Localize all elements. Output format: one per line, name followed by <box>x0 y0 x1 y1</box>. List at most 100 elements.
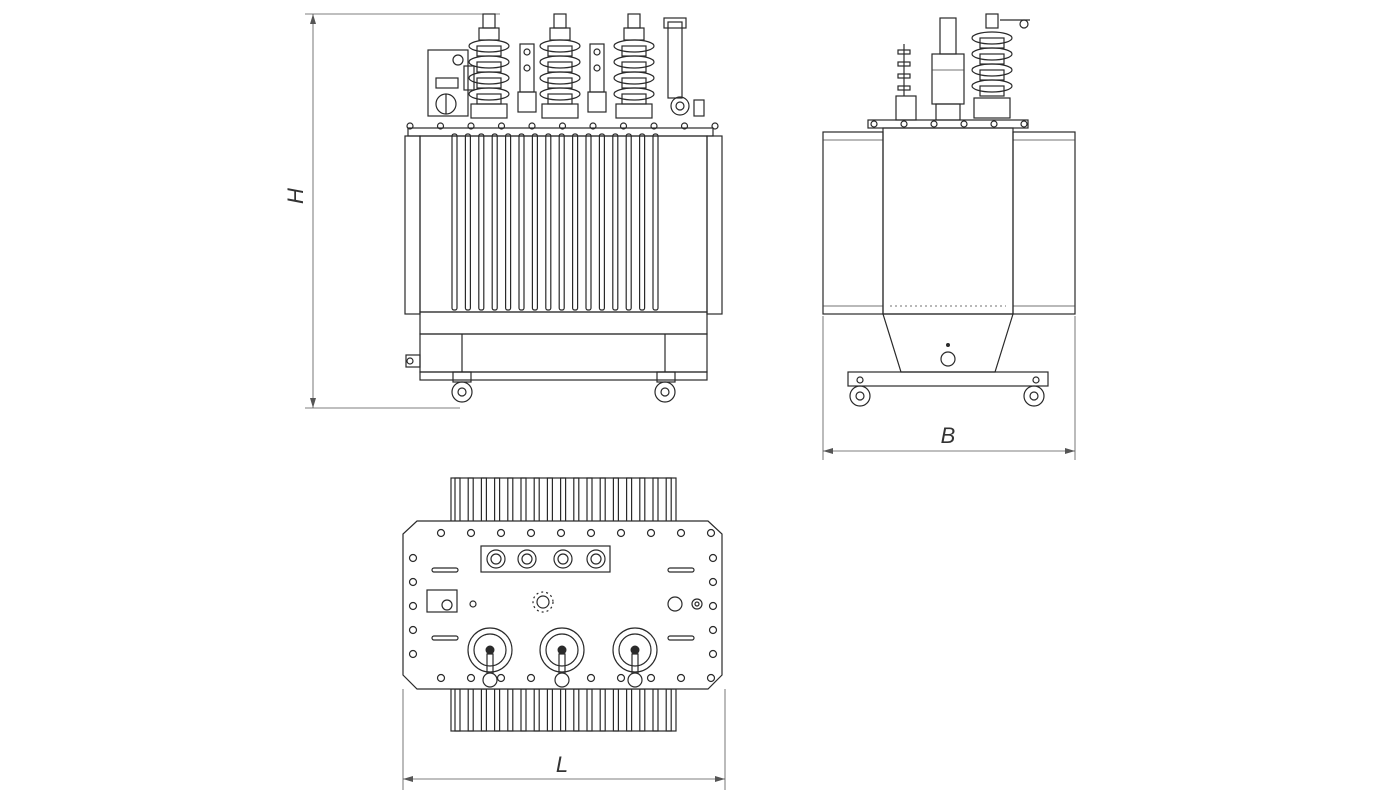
lv-terminal-core <box>521 553 533 565</box>
insulator-shed <box>613 55 655 69</box>
radiator-fin <box>531 133 539 311</box>
radiator-fin <box>451 133 458 311</box>
lv-terminal-core <box>590 553 602 565</box>
cover-bolt <box>1020 120 1028 128</box>
hv-bushing-center <box>630 645 640 655</box>
radiator-fin <box>625 133 632 311</box>
cover-bolt <box>711 122 719 130</box>
cover-bolt <box>870 120 878 128</box>
cover-bolt <box>526 673 536 683</box>
insulator-shed <box>468 71 510 85</box>
cover-slot <box>431 567 459 573</box>
height-label: H <box>283 188 308 204</box>
cover-bolt <box>586 528 596 538</box>
fin <box>454 477 461 523</box>
height-dimension: H <box>283 13 500 409</box>
cover-bolt <box>708 625 718 635</box>
cover-bolt <box>408 577 418 587</box>
insulator-shed <box>468 39 510 53</box>
hv-bushing-inner <box>473 633 507 667</box>
fin <box>494 477 501 523</box>
cover-bolt <box>408 649 418 659</box>
bushing-top <box>549 27 571 41</box>
radiator-fin <box>571 133 579 311</box>
radiator-fin <box>464 133 471 311</box>
front-radiator-fins <box>451 133 659 311</box>
side-top-equipment <box>895 17 1030 121</box>
fin <box>546 688 554 732</box>
cover-bolt <box>646 673 656 683</box>
fin <box>586 688 593 732</box>
hv-bushing-inner <box>545 633 579 667</box>
cover-bolt <box>408 625 418 635</box>
lv-terminal-core <box>490 553 502 565</box>
bushing-cap <box>985 13 999 29</box>
fin <box>520 688 527 732</box>
insulator-shed <box>971 47 1013 61</box>
cover-bolt <box>706 673 716 683</box>
radiator-fin <box>638 133 646 311</box>
cover-bolt <box>408 601 418 611</box>
cover-bolt <box>616 528 626 538</box>
fin <box>625 477 633 523</box>
length-label: L <box>556 752 568 777</box>
cover-bolt <box>708 553 718 563</box>
cover-bolt <box>436 673 446 683</box>
lv-terminal <box>517 549 537 569</box>
cover-bolt <box>708 577 718 587</box>
fin-block-bottom <box>450 688 677 732</box>
radiator-fin <box>545 133 552 311</box>
cover-bolt <box>650 122 658 130</box>
bushing-cap <box>627 13 641 29</box>
fin <box>665 688 672 732</box>
cover-bolt <box>556 528 566 538</box>
breather <box>663 17 705 117</box>
insulator-shed <box>539 39 581 53</box>
fin <box>480 688 487 732</box>
cover-slot <box>667 635 695 641</box>
insulator-shed <box>971 79 1013 93</box>
fin <box>652 477 659 523</box>
fin <box>546 477 554 523</box>
cover-bolt <box>708 649 718 659</box>
radiator-fin <box>491 133 498 311</box>
bushing-top <box>478 27 500 41</box>
lv-terminals <box>486 549 606 569</box>
fin <box>507 688 514 732</box>
radiator-fin <box>585 133 592 311</box>
cover-bolt <box>676 673 686 683</box>
hv-bushing <box>539 13 581 119</box>
insulator-shed <box>468 87 510 101</box>
fin <box>573 477 580 523</box>
cover-bolt <box>990 120 998 128</box>
cover-slots <box>431 567 695 641</box>
insulator-core <box>979 85 1005 97</box>
radiator-fin <box>518 133 525 311</box>
top-hv-bushings <box>467 627 658 688</box>
hv-bushing-outer <box>612 627 658 673</box>
insulator-shed <box>613 71 655 85</box>
insulator-shed <box>971 31 1013 45</box>
length-dimension: L <box>402 689 726 790</box>
fin <box>639 688 646 732</box>
radiator-fin <box>652 133 659 311</box>
cover-bolt <box>526 528 536 538</box>
bushing-flange <box>615 103 653 119</box>
cover-bolt <box>586 673 596 683</box>
cover-bolt <box>496 528 506 538</box>
cover-bolt <box>589 122 597 130</box>
bushing-top <box>623 27 645 41</box>
lv-terminal <box>553 549 573 569</box>
hv-terminal-end <box>482 672 498 688</box>
tap-changer <box>427 49 475 117</box>
lv-terminal-core <box>557 553 569 565</box>
hv-bushing-inner <box>618 633 652 667</box>
bushing-cap <box>482 13 496 29</box>
cover-bolt <box>646 528 656 538</box>
cover-bolt <box>558 122 567 130</box>
cover-bolt <box>706 528 716 538</box>
front-wheels <box>451 371 676 403</box>
side-hv-bushing <box>971 13 1013 119</box>
bushing-cap <box>553 13 567 29</box>
side-cover-bolts <box>870 120 1028 128</box>
